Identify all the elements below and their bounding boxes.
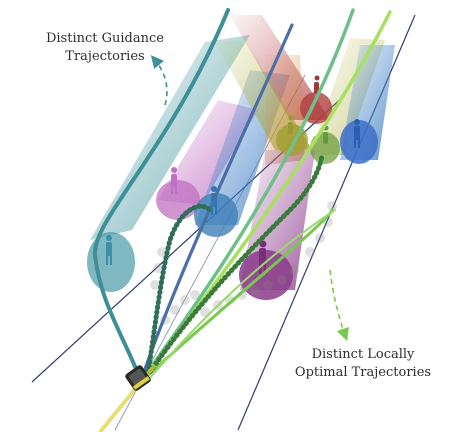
guidance-trajectory-teal [92, 8, 230, 380]
optimal-arrow [329, 269, 349, 342]
optimal-trajectory-line [149, 209, 336, 379]
guidance-arrow [150, 55, 168, 106]
pedestrian-icon [314, 75, 320, 94]
dot-trails [150, 201, 337, 325]
guidance-label-line1: Distinct Guidance [46, 31, 164, 46]
optimal-label-line1: Distinct Locally [311, 347, 415, 362]
optimal-trajectory-dotted [145, 203, 213, 375]
pedestrian-icon [288, 115, 294, 134]
optimal-trajectories [145, 152, 336, 379]
guidance-trajectories-label: Distinct Guidance Trajectories [30, 30, 180, 66]
pedestrian-icon [106, 235, 112, 265]
guidance-label-line2: Trajectories [65, 49, 145, 64]
optimal-trajectories-label: Distinct Locally Optimal Trajectories [288, 346, 438, 382]
dark-purple-cylinder [239, 250, 293, 300]
purple-cylinder [156, 180, 200, 220]
pedestrian-icon [354, 119, 360, 148]
pedestrian-icon [171, 167, 177, 194]
robot-vehicle-icon [98, 363, 157, 432]
guidance-trajectory-blue [140, 23, 294, 380]
pedestrian-icon [323, 125, 329, 144]
teal-cylinder-tail [90, 35, 250, 240]
optimal-label-line2: Optimal Trajectories [294, 365, 432, 380]
optimal-trajectory-dotted [147, 152, 325, 375]
green-cylinder [310, 132, 340, 164]
obstacle-tails [90, 15, 395, 290]
